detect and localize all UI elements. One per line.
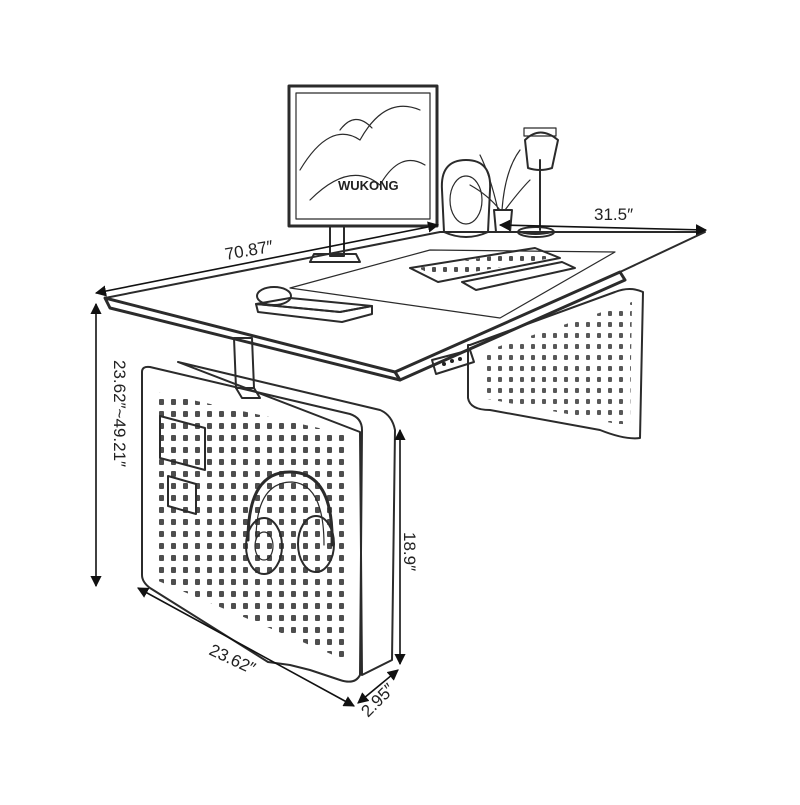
panel-height-label: 18.9″ — [400, 532, 419, 571]
dimension-height-range: 23.62″~49.21″ — [90, 302, 129, 588]
height-range-label: 23.62″~49.21″ — [110, 360, 129, 467]
right-pegboard-panel — [467, 288, 644, 440]
left-pegboard-panel — [141, 361, 396, 683]
headphones — [245, 470, 335, 575]
dimension-width: 70.87″ — [94, 221, 440, 297]
monitor: WUKONG — [287, 84, 439, 263]
depth-label: 31.5″ — [594, 205, 633, 224]
control-panel — [431, 349, 475, 375]
dimension-depth: 31.5″ — [498, 205, 708, 236]
desk-lamp — [517, 127, 559, 238]
tablet — [255, 297, 373, 323]
monitor-brand-text: WUKONG — [338, 178, 399, 193]
speaker — [440, 159, 492, 238]
wrist-rest — [461, 261, 576, 291]
dimension-panel-height: 18.9″ — [394, 428, 419, 666]
width-label: 70.87″ — [223, 237, 274, 264]
dimension-panel-thickness: 2.95″ — [357, 669, 399, 721]
panel-width-label: 23.62″ — [206, 640, 258, 678]
panel-thickness-label: 2.95″ — [357, 680, 398, 721]
